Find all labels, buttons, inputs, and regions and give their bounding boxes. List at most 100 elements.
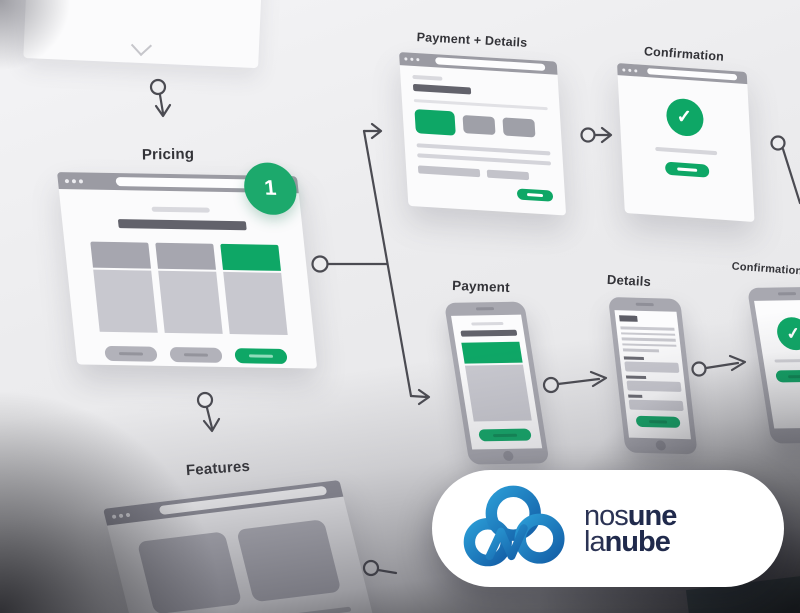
feature-cards — [136, 519, 342, 613]
text-line-placeholder — [417, 153, 552, 166]
arrow-down-to-features — [202, 406, 221, 433]
logo-text-nube: nube — [604, 525, 671, 558]
payment-option-placeholder — [462, 114, 496, 136]
input-placeholder — [628, 399, 684, 411]
label-payment-details: Payment + Details — [416, 30, 528, 50]
window-dots-icon — [111, 512, 131, 519]
selected-block-placeholder — [461, 341, 523, 364]
arrow-to-details-mobile — [556, 370, 608, 388]
details-phone — [608, 297, 698, 455]
text-line-placeholder — [620, 331, 676, 336]
text-line-placeholder — [622, 348, 660, 352]
confirmation-phone: ✓ — [747, 286, 800, 444]
phone-speaker-icon — [635, 302, 654, 307]
continue-button-placeholder — [635, 415, 681, 428]
heading-placeholder — [117, 219, 247, 231]
input-placeholder — [624, 360, 680, 373]
content-block-placeholder — [464, 364, 532, 422]
arrow-to-confirmation-desktop — [593, 126, 613, 144]
text-line-placeholder — [622, 342, 677, 347]
label-payment-mobile: Payment — [451, 277, 511, 296]
cta-row — [104, 345, 288, 365]
label-features: Features — [185, 457, 251, 480]
connector-start-circle — [196, 391, 214, 409]
window-dots-icon — [64, 178, 84, 183]
plan-column — [155, 242, 223, 334]
input-placeholder — [486, 169, 530, 181]
phone-speaker-icon — [475, 307, 495, 311]
field-label-placeholder — [623, 355, 645, 360]
text-line-placeholder — [655, 146, 718, 156]
feature-card-placeholder — [136, 531, 243, 613]
connector-start-circle — [691, 361, 707, 377]
payment-options — [414, 109, 536, 140]
connector-start-circle — [580, 127, 596, 143]
field-label-placeholder — [628, 394, 643, 398]
chevron-down-icon — [130, 34, 152, 57]
plan-column — [90, 241, 158, 333]
done-button-placeholder — [775, 369, 800, 383]
branch-trunk — [362, 129, 413, 398]
plan-header — [90, 241, 151, 269]
heading-placeholder — [412, 83, 472, 95]
phone-screen — [614, 310, 691, 440]
connector-start-circle — [362, 559, 380, 577]
success-check-icon: ✓ — [665, 97, 704, 138]
window-dots-icon — [622, 67, 638, 72]
cta-button-selected — [234, 348, 288, 365]
heading-placeholder — [460, 329, 518, 337]
payment-details-window — [399, 52, 567, 216]
cta-button-placeholder — [104, 345, 158, 362]
phone-home-button-icon — [655, 440, 667, 451]
label-details-mobile: Details — [606, 271, 652, 290]
label-pricing: Pricing — [141, 145, 195, 164]
window-dots-icon — [404, 57, 420, 62]
arrow-down-to-pricing — [154, 93, 172, 118]
success-check-icon: ✓ — [774, 316, 800, 351]
cloud-logo-icon — [463, 485, 565, 566]
payment-phone — [444, 301, 550, 465]
nosunelanube-logo: nosune lanube — [432, 470, 784, 587]
pricing-table — [90, 241, 288, 336]
plan-header — [155, 242, 216, 270]
payment-option-selected — [414, 109, 456, 136]
input-placeholder — [626, 380, 682, 392]
field-label-placeholder — [625, 374, 647, 379]
feature-card-placeholder — [236, 519, 342, 603]
input-placeholder — [417, 165, 481, 178]
features-window — [103, 479, 381, 613]
done-button-placeholder — [664, 161, 710, 178]
text-line-placeholder — [620, 326, 675, 331]
plan-body — [158, 270, 223, 334]
form-fields — [417, 165, 530, 181]
phone-screen: ✓ — [754, 299, 800, 429]
subtitle-placeholder — [471, 321, 504, 326]
logo-wordmark: nosune lanube — [584, 501, 677, 558]
text-line-placeholder — [774, 358, 800, 363]
pay-button-placeholder — [478, 428, 532, 442]
arrow-to-payment-details — [362, 122, 383, 140]
connector-start-circle — [542, 376, 560, 394]
logo-text-la: la — [584, 525, 606, 558]
arrow-to-confirmation-mobile — [704, 354, 747, 372]
phone-speaker-icon — [777, 292, 797, 296]
plan-body — [93, 269, 158, 333]
plan-body — [223, 271, 288, 336]
subtitle-placeholder — [151, 206, 210, 213]
submit-button-placeholder — [516, 188, 554, 202]
connector-start-circle — [770, 135, 786, 151]
divider-line — [413, 98, 548, 111]
plan-column-selected — [220, 243, 288, 336]
payment-option-placeholder — [502, 117, 536, 138]
cta-button-placeholder — [169, 346, 223, 363]
text-line-placeholder — [621, 337, 676, 342]
subtitle-placeholder — [412, 74, 443, 81]
connector-start-circle — [149, 78, 167, 96]
confirmation-window: ✓ — [617, 63, 755, 222]
start-card — [23, 0, 263, 69]
connector-from-features — [376, 568, 398, 575]
phone-screen — [451, 314, 543, 450]
arrow-to-payment-mobile — [409, 388, 431, 406]
connector-start-circle — [311, 255, 329, 273]
